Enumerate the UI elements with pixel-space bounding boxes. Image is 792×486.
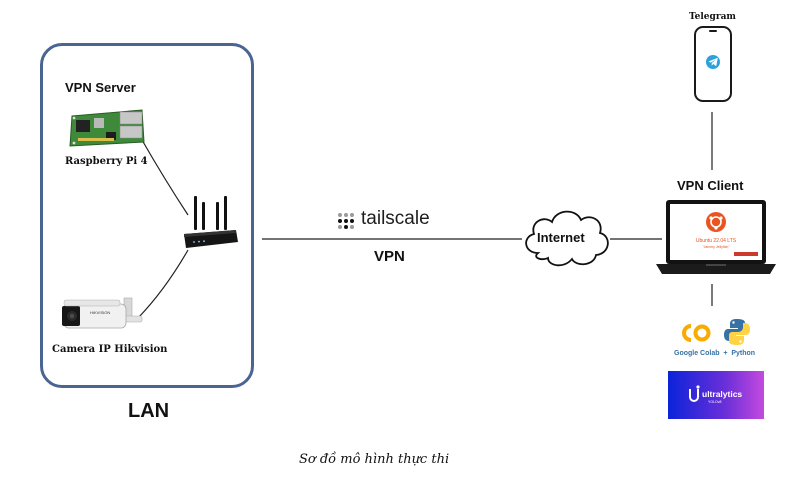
tools-label: Google Colab + Python (674, 350, 756, 357)
camera-brand-text: HIKVISION (90, 310, 110, 315)
tailscale-wordmark: tailscale (361, 208, 430, 229)
ultralytics-sub: YOLOv8 (708, 400, 721, 404)
python-logo-icon (724, 319, 750, 345)
laptop-icon: Ubuntu 22.04 LTS "Jammy Jellyfish" (656, 200, 776, 274)
google-colab-icon (682, 324, 711, 342)
internet-cloud-icon (525, 210, 609, 267)
vpn-client-title: VPN Client (677, 178, 744, 193)
ip-camera-icon: HIKVISION (62, 297, 143, 329)
ubuntu-version-text: Ubuntu 22.04 LTS (696, 238, 737, 244)
diagram-caption: Sơ đồ mô hình thực thi (299, 452, 450, 467)
raspberry-pi-label: Raspberry Pi 4 (65, 156, 148, 167)
ultralytics-name: ultralytics (702, 389, 742, 399)
telegram-label: Telegram (689, 12, 736, 22)
vpn-link-label: VPN (374, 248, 405, 265)
vpn-server-title: VPN Server (65, 80, 136, 95)
camera-label: Camera IP Hikvision (52, 344, 168, 355)
raspberry-pi-board (69, 109, 145, 147)
ultralytics-logo-icon (689, 389, 699, 402)
line-router-to-camera (137, 249, 189, 319)
line-router-to-raspberry (141, 139, 189, 216)
lan-title: LAN (128, 400, 170, 422)
ultralytics-banner: ultralytics YOLOv8 (668, 371, 764, 419)
ubuntu-codename-text: "Jammy Jellyfish" (702, 245, 730, 249)
router-icon (184, 196, 238, 248)
lan-box (40, 43, 254, 388)
internet-label: Internet (537, 230, 585, 245)
tailscale-logo-icon (338, 213, 354, 229)
smartphone-icon (694, 26, 732, 102)
